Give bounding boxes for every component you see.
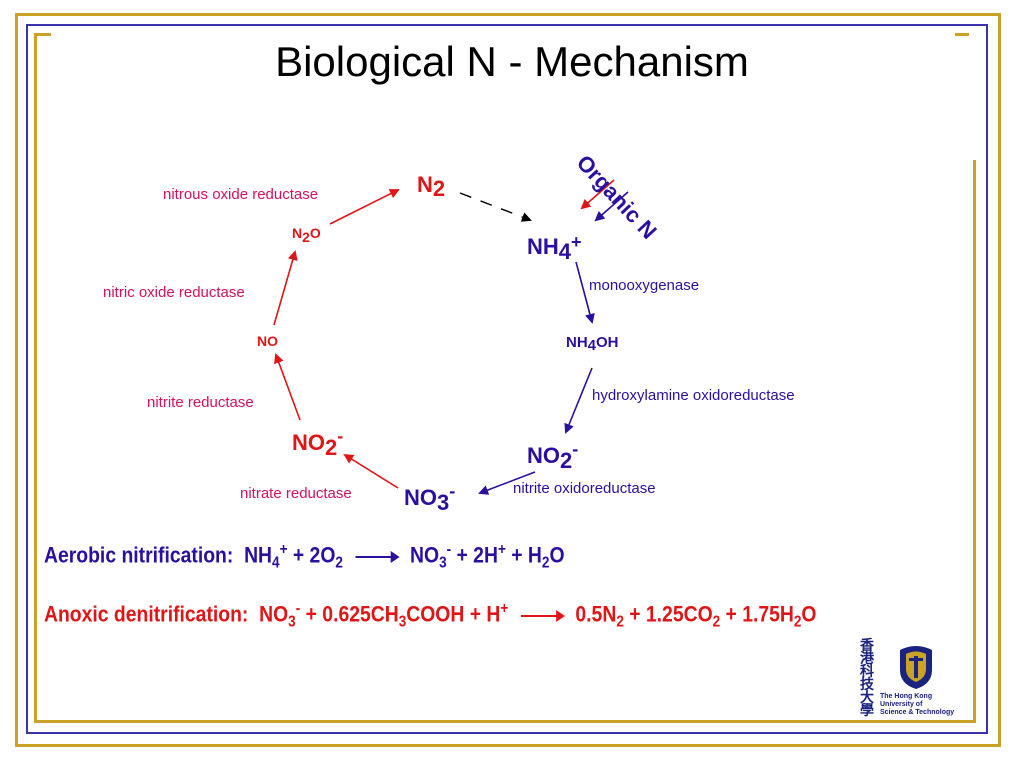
arrow-n2-to-nh4-dashed <box>459 192 532 222</box>
equation-anoxic-label: Anoxic denitrification: <box>44 601 249 627</box>
logo-text: The Hong Kong University of Science & Te… <box>880 693 955 716</box>
label-monooxygenase: monooxygenase <box>589 277 700 294</box>
arrow-no-to-n2o <box>273 250 298 326</box>
label-nitrate-reductase: nitrate reductase <box>240 485 352 502</box>
equation-aerobic-label: Aerobic nitrification: <box>44 542 234 568</box>
arrow-no2-to-no3 <box>478 471 536 495</box>
species-nh4oh: NH4OH <box>566 334 619 354</box>
species-n2o: N2O <box>292 225 321 245</box>
label-nitric-oxide-reductase: nitric oxide reductase <box>103 284 245 301</box>
logo-chinese-text: 香港科技大學 <box>860 638 874 719</box>
species-n2: N2 <box>417 172 446 201</box>
blue-frame <box>26 24 988 734</box>
equation-arrow <box>520 609 565 622</box>
page-title: Biological N - Mechanism <box>275 38 749 85</box>
equation-anoxic-denitrification: Anoxic denitrification: NO3- + 0.625CH3C… <box>44 600 817 631</box>
arrow-nh4oh-to-no2 <box>564 367 593 434</box>
arrow-no3-to-no2 <box>343 453 399 489</box>
frame-gap-top <box>51 30 955 40</box>
label-hydroxylamine-oxidoreductase: hydroxylamine oxidoreductase <box>592 387 795 404</box>
inner-gold-frame <box>34 30 979 723</box>
label-nitrous-oxide-reductase: nitrous oxide reductase <box>163 186 319 203</box>
label-nitrite-oxidoreductase: nitrite oxidoreductase <box>513 480 656 497</box>
arrow-n2o-to-n2 <box>329 189 400 225</box>
species-no2-right: NO2- <box>527 439 579 473</box>
equation-aerobic-nitrification: Aerobic nitrification: NH4+ + 2O2 NO3- +… <box>44 541 565 572</box>
species-no2-left: NO2- <box>292 426 344 460</box>
arrow-nh4-to-nh4oh <box>575 261 595 324</box>
species-no: NO <box>257 333 278 349</box>
equation-arrow <box>355 550 400 563</box>
arrow-organic-red <box>580 179 615 210</box>
label-nitrite-reductase: nitrite reductase <box>147 394 254 411</box>
hkust-emblem-icon <box>900 646 932 689</box>
arrow-no2-to-no <box>274 353 301 421</box>
frame-gap-right <box>969 30 979 160</box>
species-no3: NO3- <box>404 481 456 515</box>
arrow-organic-blue <box>594 191 629 222</box>
species-nh4: NH4+ <box>527 232 582 264</box>
outer-gold-frame <box>15 13 1001 747</box>
